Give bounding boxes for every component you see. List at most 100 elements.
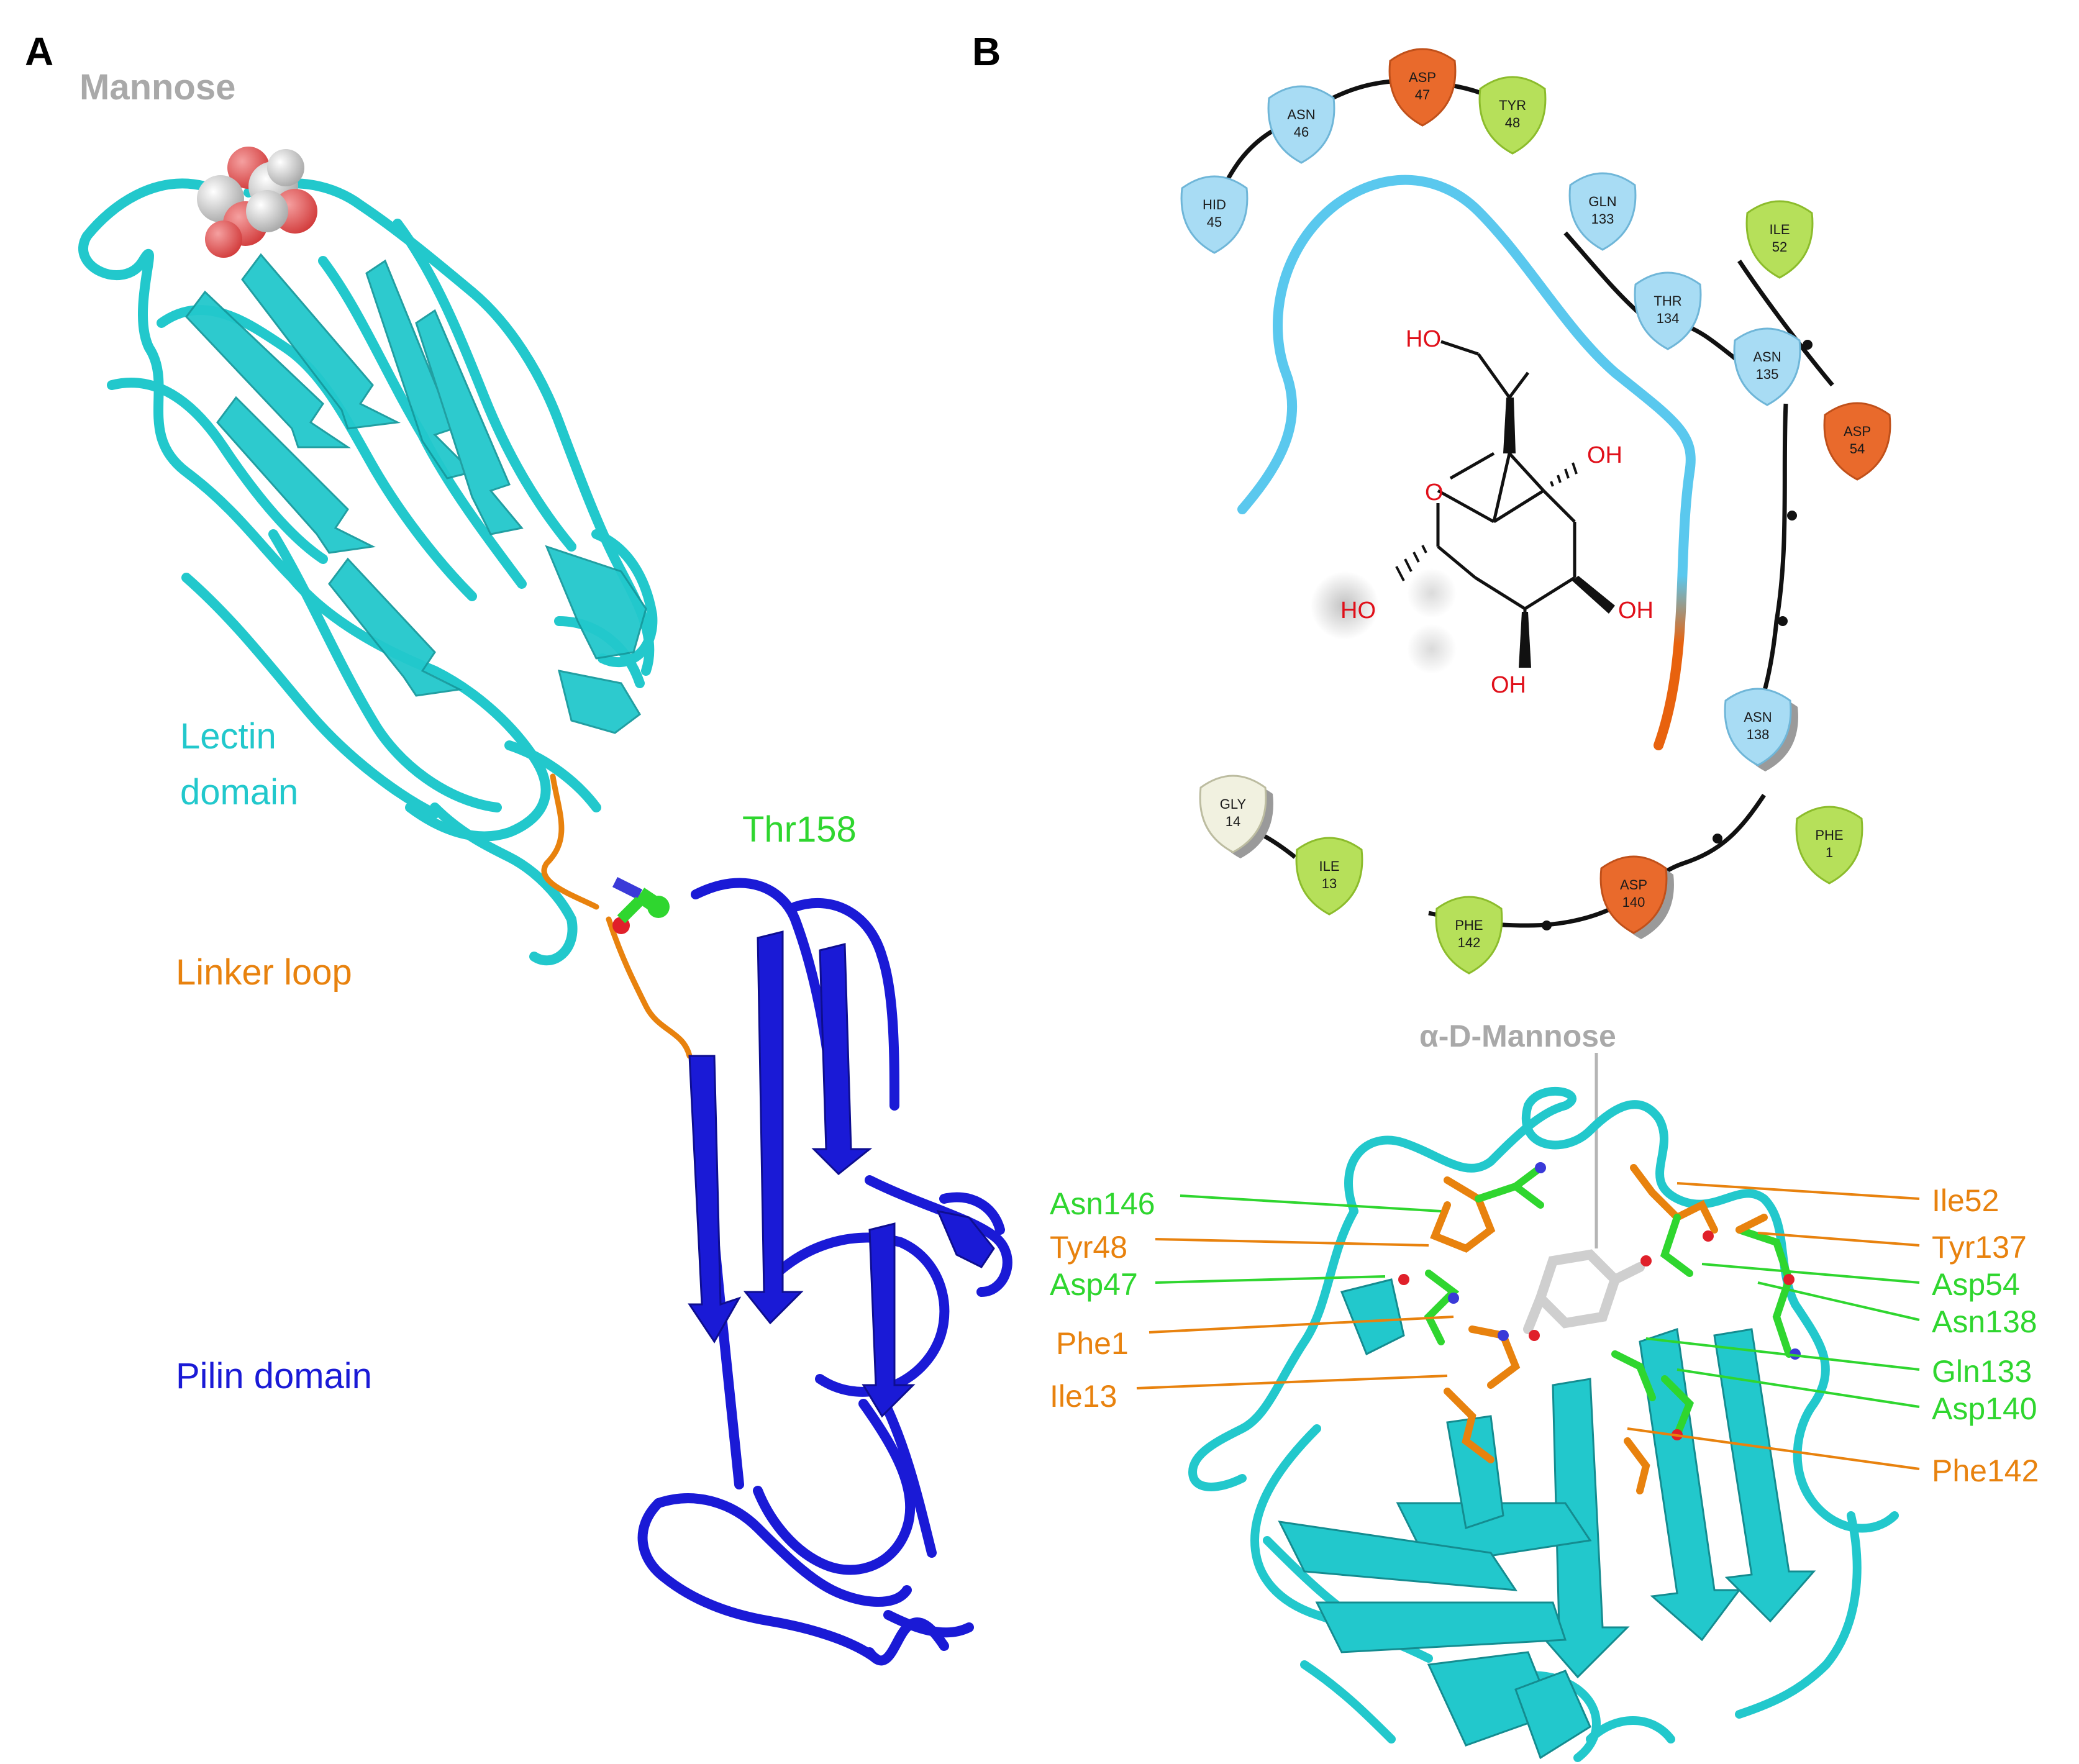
residue-label-asn146: Asn146	[1050, 1186, 1155, 1221]
residue-asn-138: ASN 138	[1724, 688, 1798, 771]
ligand-oh-3: OH	[1491, 672, 1526, 698]
mannose-label: Mannose	[80, 67, 235, 107]
lectin-binding-site-strands	[1278, 1278, 1816, 1760]
ligand-oh-2: OH	[1618, 598, 1654, 624]
residue-tyr-48: TYR 48	[1478, 76, 1547, 155]
residue-number: 48	[1505, 115, 1520, 130]
residue-ile-52: ILE 52	[1745, 200, 1814, 279]
residue-gln-133: GLN 133	[1568, 172, 1637, 251]
residue-label-phe142: Phe142	[1932, 1453, 2039, 1488]
residue-number: 54	[1850, 441, 1865, 457]
leader-line-asn146	[1180, 1194, 1442, 1212]
residue-number: 138	[1747, 727, 1770, 742]
residue-name: PHE	[1455, 917, 1483, 933]
residue-label-asp54: Asp54	[1932, 1267, 2020, 1302]
residue-name: GLN	[1588, 194, 1616, 209]
lectin-label-line1: Lectin	[180, 716, 276, 757]
residue-asp-47: ASP 47	[1388, 48, 1457, 127]
leader-line-ile52	[1676, 1182, 1920, 1200]
thr158-label: Thr158	[742, 809, 857, 850]
residue-label-tyr48: Tyr48	[1050, 1230, 1127, 1265]
residue-name: ASN	[1753, 349, 1781, 365]
residue-label-asp47: Asp47	[1050, 1267, 1138, 1302]
residue-number: 47	[1415, 87, 1430, 102]
residue-number: 134	[1657, 311, 1680, 326]
residue-name: PHE	[1815, 827, 1843, 843]
linker-loop-label: Linker loop	[176, 952, 352, 993]
residue-number: 14	[1226, 814, 1240, 829]
residue-number: 46	[1294, 124, 1309, 140]
residue-number: 135	[1756, 366, 1779, 382]
pilin-domain-label: Pilin domain	[176, 1356, 372, 1396]
residue-phe-142: PHE 142	[1435, 896, 1503, 975]
leader-line-phe1	[1149, 1316, 1454, 1334]
residue-name: HID	[1203, 197, 1226, 212]
residue-name: ASN	[1744, 709, 1772, 725]
residue-label-asn138: Asn138	[1932, 1304, 2037, 1339]
residue-label-gln133: Gln133	[1932, 1354, 2032, 1389]
residue-name: GLY	[1220, 796, 1247, 812]
residue-name: ASN	[1287, 107, 1315, 122]
stick-residues	[1424, 1164, 1793, 1494]
leader-line-asp47	[1155, 1275, 1386, 1284]
ring-bonds	[1436, 452, 1495, 547]
residue-name: ILE	[1319, 858, 1339, 874]
residue-number: 140	[1622, 894, 1645, 910]
mannose-spheres	[197, 147, 317, 258]
residue-name: ASP	[1620, 877, 1647, 893]
residue-number: 1	[1826, 845, 1833, 860]
label-leader-lines	[1136, 1182, 1920, 1470]
leader-line-gln133	[1645, 1337, 1920, 1371]
residue-phe-1: PHE 1	[1795, 806, 1863, 884]
residue-name: ILE	[1769, 222, 1790, 237]
leader-line-phe142	[1627, 1427, 1920, 1470]
residue-icons: HID45ASN46ASP47TYR48GLN133ILE52THR134ASN…	[1180, 48, 1891, 975]
residue-asp-54: ASP 54	[1823, 402, 1891, 481]
residue-number: 142	[1458, 935, 1481, 950]
residue-number: 45	[1207, 214, 1222, 230]
lectin-beta-strands	[185, 253, 647, 734]
ligand-ho-left: HO	[1340, 598, 1376, 624]
residue-thr-134: THR 134	[1634, 271, 1702, 350]
alpha-d-mannose-label: α-D-Mannose	[1419, 1019, 1616, 1053]
pilin-beta-strands	[688, 930, 995, 1418]
mannose-sticks	[1523, 1249, 1645, 1334]
residue-ile-13: ILE 13	[1295, 837, 1363, 916]
pocket-outline	[1237, 175, 1696, 750]
leader-line-tyr137	[1757, 1232, 1920, 1247]
backbone-dots	[1542, 340, 1813, 930]
leader-line-ile13	[1136, 1375, 1448, 1389]
residue-label-ile13: Ile13	[1050, 1379, 1117, 1414]
residue-label-phe1: Phe1	[1056, 1326, 1129, 1361]
ligand-ho-top: HO	[1406, 326, 1441, 352]
residue-label-tyr137: Tyr137	[1932, 1230, 2027, 1265]
residue-name: ASP	[1844, 424, 1871, 439]
residue-label-asp140: Asp140	[1932, 1391, 2037, 1426]
leader-line-asp140	[1676, 1368, 1920, 1408]
linker-loop	[541, 773, 693, 1059]
residue-name: THR	[1654, 293, 1681, 309]
panel-a-label: A	[25, 29, 53, 74]
residue-number: 133	[1591, 211, 1614, 227]
residue-number: 13	[1322, 876, 1337, 891]
residue-label-ile52: Ile52	[1932, 1183, 1999, 1218]
thr158-sticks	[612, 876, 670, 934]
residue-gly-14: GLY 14	[1199, 775, 1273, 858]
mannose-2d-structure: HO OH O HO OH OH	[1311, 326, 1654, 698]
leader-line-tyr48	[1155, 1238, 1429, 1247]
ligand-o-ring: O	[1425, 480, 1444, 506]
residue-name: TYR	[1499, 98, 1526, 113]
lectin-label-line2: domain	[180, 772, 298, 812]
leader-line-asn138	[1757, 1281, 1920, 1321]
residue-asn-46: ASN 46	[1267, 85, 1335, 164]
ligand-oh-1: OH	[1587, 442, 1622, 468]
residue-number: 52	[1772, 239, 1787, 255]
residue-name: ASP	[1409, 70, 1436, 85]
panel-b-label: B	[972, 29, 1001, 74]
residue-hid-45: HID 45	[1180, 175, 1249, 254]
leader-line-asp54	[1701, 1263, 1920, 1284]
